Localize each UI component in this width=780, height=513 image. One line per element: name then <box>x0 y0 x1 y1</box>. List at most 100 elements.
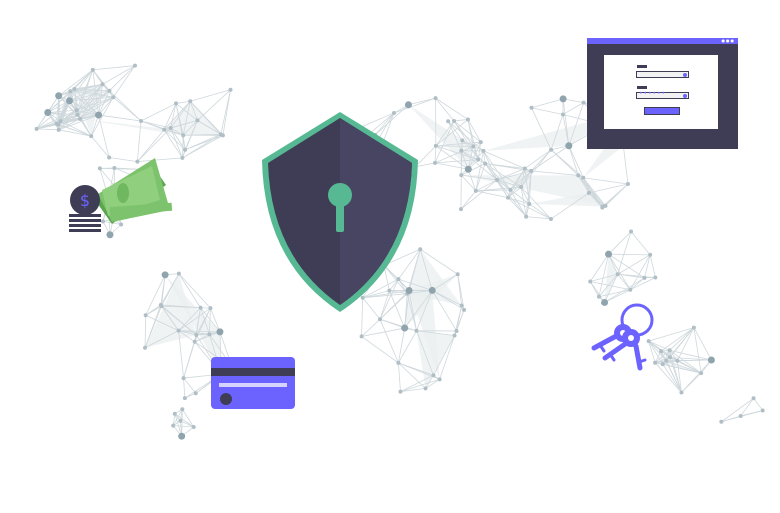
network-node <box>181 133 186 138</box>
network-edge <box>721 397 754 423</box>
network-edge <box>92 69 99 116</box>
network-node <box>195 118 200 123</box>
network-edge <box>77 90 110 116</box>
network-node <box>191 425 196 430</box>
network-node <box>576 173 581 178</box>
network-node <box>667 348 672 353</box>
network-edge <box>582 177 606 207</box>
network-edge <box>456 309 465 332</box>
network-edge <box>654 362 682 393</box>
network-edge <box>92 69 103 85</box>
network-edge <box>617 254 651 275</box>
network-edge <box>170 127 183 159</box>
network-edge <box>137 129 165 162</box>
window-controls-icon: ●●● <box>721 38 735 43</box>
network-edge <box>475 190 509 198</box>
network-node <box>433 143 438 148</box>
network-edge <box>447 121 462 151</box>
network-edge <box>583 177 628 185</box>
network-edge <box>140 103 177 122</box>
network-edge <box>379 290 410 320</box>
network-node <box>414 328 419 333</box>
network-edge <box>400 374 434 393</box>
network-edge <box>145 314 179 331</box>
network-edge <box>173 425 194 428</box>
network-node <box>192 339 197 344</box>
network-edge <box>36 128 59 131</box>
network-edge <box>520 168 526 188</box>
network-edge <box>524 149 552 169</box>
network-node <box>158 302 163 307</box>
network-edge <box>669 327 695 351</box>
network-edge <box>507 197 530 205</box>
network-edge <box>453 120 474 147</box>
network-node <box>459 148 464 153</box>
network-node <box>162 127 167 132</box>
network-node <box>139 119 144 124</box>
network-node <box>392 110 397 115</box>
network-edge <box>568 102 585 146</box>
network-edge <box>460 150 484 176</box>
network-edge <box>184 120 198 150</box>
network-edge <box>389 290 408 294</box>
network-edge <box>654 350 662 363</box>
network-node <box>529 105 534 110</box>
network-edge <box>92 65 136 71</box>
network-edge <box>180 420 194 428</box>
network-edge <box>588 192 603 207</box>
network-edge <box>582 177 603 207</box>
keys-icon <box>591 303 654 371</box>
network-edge <box>361 327 405 337</box>
network-edge <box>507 186 522 198</box>
network-edge <box>425 375 434 389</box>
network-edge <box>178 273 211 309</box>
network-edge <box>608 253 651 256</box>
network-node <box>625 181 630 186</box>
network-node <box>495 177 500 182</box>
network-edge <box>531 170 579 176</box>
network-edge <box>98 114 110 158</box>
network-edge <box>416 290 433 331</box>
network-edge <box>496 179 522 188</box>
network-node <box>132 63 137 68</box>
network-edge <box>222 89 231 136</box>
network-edge <box>36 100 70 130</box>
network-edge <box>435 145 474 147</box>
credit-card-icon <box>211 357 295 409</box>
network-edge <box>460 190 477 210</box>
network-edge <box>170 103 177 129</box>
network-edge <box>435 97 455 122</box>
network-edge <box>562 102 584 115</box>
network-edge <box>604 277 645 303</box>
network-edge <box>629 254 651 290</box>
network-edge <box>190 89 231 102</box>
network-edge <box>393 97 436 114</box>
network-node <box>198 305 203 310</box>
network-edge <box>431 290 457 332</box>
network-edge <box>175 103 198 121</box>
network-edge <box>145 304 162 316</box>
network-edge <box>648 340 664 365</box>
network-edge <box>461 174 498 181</box>
network-edge <box>194 333 210 343</box>
network-edge <box>69 83 103 102</box>
login-window-icon: ●●● •••••• <box>587 38 738 149</box>
network-edge <box>461 163 486 176</box>
network-node <box>360 295 365 300</box>
network-edge <box>90 97 114 137</box>
network-node <box>66 97 74 105</box>
network-edge <box>419 249 433 291</box>
network-edge <box>676 360 682 393</box>
network-edge <box>475 163 486 192</box>
network-edge <box>398 330 417 364</box>
network-edge <box>98 90 110 116</box>
network-node <box>751 396 756 401</box>
network-node <box>459 173 464 178</box>
network-edge <box>58 129 92 137</box>
network-node <box>183 147 188 152</box>
network-edge <box>160 274 166 306</box>
network-edge <box>507 168 526 198</box>
network-node <box>396 360 401 365</box>
network-node <box>600 204 605 209</box>
network-node <box>648 252 653 257</box>
